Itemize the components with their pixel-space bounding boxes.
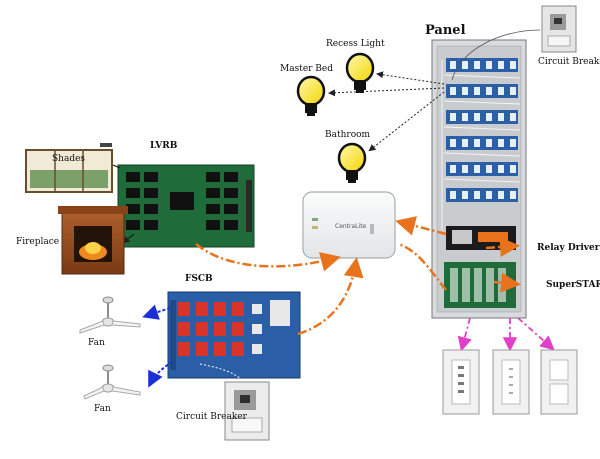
- link-lvrb-hub: [195, 243, 341, 272]
- fscb-label: FSCB: [185, 274, 213, 284]
- keypad-1: [442, 349, 480, 415]
- fireplace: [58, 206, 128, 275]
- circuit-breaker-top-label: Circuit Breaker: [538, 57, 600, 67]
- link-panel-keypad-3: [517, 317, 555, 351]
- link-relay-driver-hub: [395, 216, 447, 236]
- superstar-label: SuperSTAR: [546, 280, 600, 290]
- link-panel-recess-light: [376, 71, 445, 85]
- keypad-2: [492, 349, 530, 415]
- lvrb-board: [117, 164, 255, 248]
- circuit-breaker-bottom-label: Circuit Breaker: [176, 412, 247, 422]
- bulb-bathroom: [337, 142, 367, 183]
- bathroom-label: Bathroom: [325, 130, 371, 140]
- keypad-3: [540, 349, 578, 415]
- hub-brand-label: CentraLite: [335, 223, 367, 230]
- link-superstar-hub: [397, 242, 447, 291]
- link-panel-master-bed: [328, 87, 445, 97]
- master-bed-label: Master Bed: [280, 64, 334, 74]
- recess-light-label: Recess Light: [326, 39, 385, 49]
- circuit-breaker-bottom: [224, 381, 270, 441]
- superstar-board: [444, 262, 516, 308]
- fireplace-label: Fireplace: [16, 237, 60, 247]
- circuit-breaker-top: [541, 5, 577, 53]
- pointer-superstar: [493, 272, 521, 293]
- shades-window: [25, 143, 113, 193]
- link-panel-keypad-1: [457, 317, 472, 352]
- fan-top-label: Fan: [88, 338, 105, 348]
- centralite-hub: [302, 191, 396, 259]
- shades-label: Shades: [52, 154, 86, 164]
- electrical-panel: [431, 39, 527, 319]
- panel-relay-modules: [441, 58, 521, 230]
- link-fscb-hub: [297, 257, 364, 336]
- fan-bottom-label: Fan: [94, 404, 111, 414]
- relay-driver-label: Relay Driver: [537, 243, 600, 253]
- ceiling-fan-top: [79, 296, 141, 334]
- bulb-recess-light: [345, 52, 375, 93]
- pointer-relay-driver: [485, 237, 520, 258]
- bulb-master-bed: [296, 75, 326, 116]
- panel-label: Panel: [425, 23, 466, 38]
- lvrb-label: LVRB: [150, 141, 178, 151]
- ceiling-fan-bottom: [83, 364, 141, 400]
- link-fscb-fan-top: [142, 304, 171, 320]
- fscb-board: [167, 291, 301, 385]
- link-lvrb-fireplace: [122, 233, 135, 244]
- link-fscb-fan-bottom: [148, 361, 173, 388]
